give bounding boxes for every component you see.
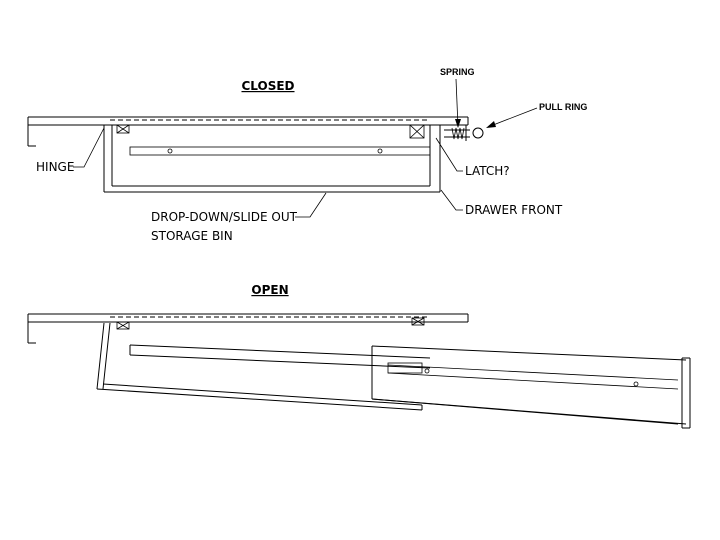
closed-title: CLOSED (241, 79, 294, 93)
bin-label-line1: DROP-DOWN/SLIDE OUT (151, 210, 298, 224)
drawer-front-label: DRAWER FRONT (465, 203, 563, 217)
latch-label: LATCH? (465, 164, 510, 178)
pull-ring-label: PULL RING (539, 102, 587, 112)
open-drawer (371, 345, 691, 429)
spring-label: SPRING (440, 67, 475, 77)
open-title: OPEN (251, 283, 288, 297)
pull-ring-leader (487, 107, 538, 128)
closed-view: CLOSED (27, 67, 587, 243)
closed-latch-block (409, 124, 425, 139)
pull-ring-icon (472, 127, 484, 139)
bin-leader (295, 192, 327, 218)
hinge-label: HINGE (36, 160, 74, 174)
hinge-leader (73, 127, 105, 168)
drawer-front-leader (440, 189, 463, 211)
closed-spring-mechanism (444, 125, 484, 141)
closed-storage-bin (103, 125, 441, 193)
open-inner-slide (96, 322, 431, 411)
closed-hinge-block-left (116, 124, 130, 134)
closed-top-board (27, 116, 469, 147)
open-top-board (27, 313, 469, 344)
open-view: OPEN (27, 283, 691, 429)
latch-leader (435, 137, 463, 172)
bin-label-line2: STORAGE BIN (151, 229, 233, 243)
